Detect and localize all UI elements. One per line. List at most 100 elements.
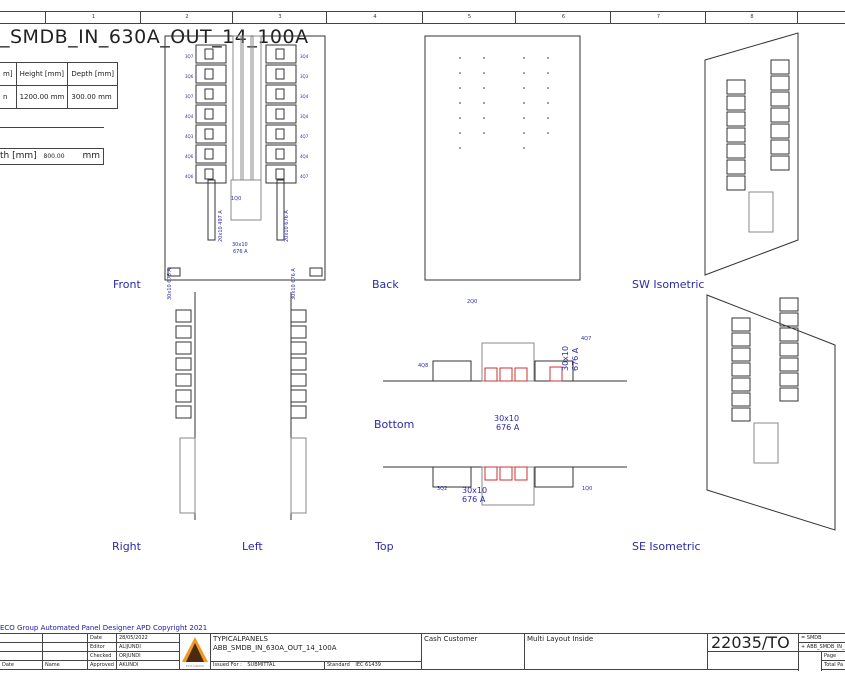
busbar-center-label-2: 676 A [233,249,248,255]
breaker-label: 3Q3 [300,74,309,79]
mounting-hole [459,87,461,89]
breaker [195,144,227,164]
bottom-bar-label-1: 30x10 [561,346,570,371]
rev-name-header: Name [42,660,88,670]
panel-foot [309,267,323,277]
mounting-hole [547,72,549,74]
drawing-number: 22035/TO [707,633,799,652]
breaker-side [175,325,192,339]
breaker-label: 4Q6 [185,174,194,179]
left-view-label: Left [242,540,263,553]
breaker-toggle [204,48,214,60]
mounting-hole [547,57,549,59]
breaker-iso [770,91,790,107]
front-view [164,35,326,281]
mounting-hole [547,102,549,104]
breaker-iso [779,297,799,312]
top-view-label: Top [374,540,394,553]
standard-value: IEC 61439 [355,662,381,668]
mounting-hole [523,72,525,74]
breaker-iso [770,155,790,171]
breaker-iso [770,59,790,75]
mounting-hole [547,117,549,119]
mounting-hole [459,147,461,149]
breaker-iso [731,347,751,362]
mounting-hole [547,87,549,89]
breaker-iso [726,175,746,191]
ruler-column-8: 8 [705,12,798,23]
breaker-iso [770,75,790,91]
mounting-hole [547,132,549,134]
breaker-iso [726,95,746,111]
breaker-iso [726,143,746,159]
breaker-label: 4Q6 [185,154,194,159]
breaker-iso [726,127,746,143]
breaker-label: 4Q7 [300,174,309,179]
ruler-column-2: 2 [140,12,233,23]
breaker-iso [770,107,790,123]
breaker-label: 4Q4 [185,114,194,119]
mounting-hole [459,57,461,59]
breaker-toggle [204,128,214,140]
height-value: 1200.00 mm [15,85,69,109]
mounting-hole [483,87,485,89]
breaker-iso [770,123,790,139]
mounting-hole [459,102,461,104]
mounting-hole [459,117,461,119]
breaker-iso [731,332,751,347]
bottom-q7-label: 4Q7 [581,336,591,342]
breaker-toggle [275,168,285,180]
bottom-center-label-2: 676 A [496,423,520,432]
breaker-toggle [275,88,285,100]
mounting-hole [483,72,485,74]
breaker [265,84,297,104]
breaker [265,104,297,124]
breaker [195,164,227,184]
company-logo: ECO GROUP [179,633,211,670]
dimensions-table: m] Height [mm] Depth [mm] n 1200.00 mm 3… [0,62,119,109]
busbar [242,35,252,181]
project-name: ABB_SMDB_IN_630A_OUT_14_100A [213,644,337,652]
mounting-hole [523,102,525,104]
breaker-iso [779,372,799,387]
breaker-iso [731,407,751,422]
bottom-bar-label-2: 676 A [571,347,580,371]
breaker-side [290,341,307,355]
breaker-label: 3Q7 [185,94,194,99]
drawing-canvas: 1Q0 30x10 676 A 20x10 497 A 20x10 676 A … [112,32,836,553]
breaker [195,44,227,64]
breaker-side [175,309,192,323]
sw-panel-outline [704,32,799,276]
breaker-label: 4Q7 [300,134,309,139]
breaker-iso [779,327,799,342]
breaker-iso [779,342,799,357]
breaker-iso [779,387,799,402]
mounting-hole [523,57,525,59]
main-breaker-iso [753,422,779,464]
issued-for-label: Issued For : [213,662,242,668]
breaker-label: 3Q6 [185,74,194,79]
breaker-toggle [204,148,214,160]
breaker [265,144,297,164]
standard-label: Standard [327,662,350,668]
depth-value: 800.00 [43,153,65,160]
height-header: Height [mm] [15,62,69,86]
breaker [195,84,227,104]
side-bar-label-right: 30x10 676 A [167,268,173,300]
ruler-column-5: 5 [422,12,516,23]
se-isometric-view [706,294,836,531]
busbar [232,35,242,181]
mounting-hole [459,72,461,74]
breaker-side [290,357,307,371]
rev-date-header: Date [0,660,43,670]
mounting-hole [483,57,485,59]
breaker [195,64,227,84]
bottom-q0-label: 2Q0 [467,299,477,305]
top-q0-label: 1Q0 [582,486,592,492]
bottom-q8-label: 4Q8 [418,363,428,369]
breaker-iso [731,377,751,392]
breaker [265,164,297,184]
depth-value: 300.00 mm [67,85,119,109]
depth-field[interactable]: th [mm] 800.00 mm [0,148,104,165]
mounting-hole [483,132,485,134]
